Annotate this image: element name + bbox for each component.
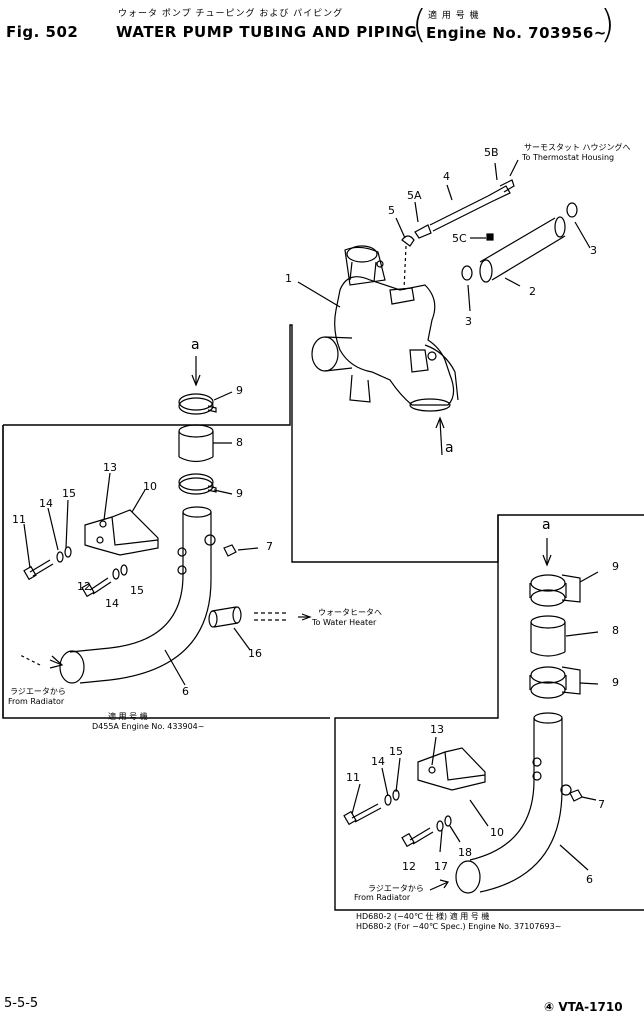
left-part-label-14b: 14 <box>105 597 119 610</box>
left-part-label-7: 7 <box>266 540 273 553</box>
left-part-label-9a: 9 <box>236 384 243 397</box>
page-number: 5-5-5 <box>4 996 39 1011</box>
right-part-label-10: 10 <box>490 826 504 839</box>
left-part-label-15b: 15 <box>130 584 144 597</box>
water-heater-callout-en: To Water Heater <box>312 618 377 627</box>
clamp-9-upper-right <box>529 574 581 607</box>
right-part-label-8: 8 <box>612 624 619 637</box>
part-label-3a: 3 <box>465 315 472 328</box>
right-part-label-11: 11 <box>346 771 360 784</box>
right-part-label-14: 14 <box>371 755 385 768</box>
right-part-label-15: 15 <box>389 745 403 758</box>
bolt-11-left <box>23 559 54 581</box>
part-label-3b: 3 <box>590 244 597 257</box>
bolt-12-left <box>81 577 112 598</box>
right-view-a-label: a <box>542 517 551 533</box>
right-part-label-17: 17 <box>434 860 448 873</box>
bolt-12-right <box>401 827 434 848</box>
part-label-5a: 5A <box>407 189 422 202</box>
right-part-label-13: 13 <box>430 723 444 736</box>
right-part-label-7: 7 <box>598 798 605 811</box>
right-detail-box-outline <box>334 515 644 911</box>
water-heater-callout-jp: ウォータヒータへ <box>318 608 382 617</box>
right-model-line-2: HD680-2 (For −40℃ Spec.) Engine No. 3710… <box>356 922 562 931</box>
left-part-label-12: 12 <box>77 580 91 593</box>
radiator-callout-jp-left: ラジエータから <box>10 687 66 696</box>
left-part-label-11: 11 <box>12 513 26 526</box>
right-part-label-9b: 9 <box>612 676 619 689</box>
radiator-callout-jp-right: ラジエータから <box>368 884 424 893</box>
right-part-label-9a: 9 <box>612 560 619 573</box>
clamp-9-lower-left <box>178 473 214 491</box>
o-ring-3b <box>566 202 578 218</box>
right-part-label-18: 18 <box>458 846 472 859</box>
connector-5a <box>414 224 432 239</box>
nut-7-right <box>569 789 583 802</box>
pipe-4 <box>429 179 515 232</box>
washer-15b-left <box>120 564 128 576</box>
clamp-9-lower-right <box>529 666 581 699</box>
washer-14-right <box>384 794 392 806</box>
thermostat-callout-jp: サーモスタット ハウジングへ <box>524 143 631 152</box>
left-part-label-8: 8 <box>236 436 243 449</box>
bracket-10-left <box>84 509 159 556</box>
washer-18-right <box>444 815 452 827</box>
document-code: ④ VTA-1710 <box>544 1000 623 1014</box>
left-applicable-jp: 適 用 号 機 <box>108 712 148 721</box>
view-arrow-a-label: a <box>445 440 454 456</box>
title-japanese: ウォータ ポンプ チューピング および パイピング <box>118 9 344 19</box>
hose-16 <box>208 606 312 628</box>
figure-title: WATER PUMP TUBING AND PIPING <box>116 23 418 41</box>
washer-14-left <box>56 551 64 563</box>
hose-8-left <box>178 424 214 463</box>
bracket-10-right <box>417 747 486 791</box>
pipe-6-left <box>59 506 216 684</box>
hose-8-right <box>530 615 566 657</box>
part-label-4: 4 <box>443 170 450 183</box>
left-part-label-9b: 9 <box>236 487 243 500</box>
clamp-9-upper-left <box>178 393 214 411</box>
elbow-5 <box>401 235 415 247</box>
left-part-label-14a: 14 <box>39 497 53 510</box>
left-part-label-6: 6 <box>182 685 189 698</box>
thermostat-callout-en: To Thermostat Housing <box>522 153 615 162</box>
part-label-2: 2 <box>529 285 536 298</box>
applicable-engine-number: Engine No. 703956~ <box>426 24 607 42</box>
figure-number: Fig. 502 <box>6 23 79 41</box>
o-ring-3a <box>461 265 473 281</box>
pipe-6-right <box>455 712 572 894</box>
nut-7-left <box>223 544 237 557</box>
radiator-callout-en-right: From Radiator <box>354 893 411 902</box>
left-model-engine: D455A Engine No. 433904~ <box>92 722 205 731</box>
part-label-1: 1 <box>285 272 292 285</box>
washer-15-left <box>64 546 72 558</box>
paren-right: ) <box>600 2 615 46</box>
right-model-line-1: HD680-2 (−40℃ 仕 様) 適 用 号 機 <box>356 912 490 921</box>
left-part-label-13: 13 <box>103 461 117 474</box>
part-label-5b: 5B <box>484 146 499 159</box>
paren-left: ( <box>412 2 427 46</box>
bolt-11-right <box>343 803 382 826</box>
left-view-a-label: a <box>191 337 200 353</box>
left-detail-box-bottom <box>2 425 330 719</box>
left-part-label-10: 10 <box>143 480 157 493</box>
water-pump-body <box>311 245 459 412</box>
washer-14b-left <box>112 568 120 580</box>
right-part-label-12: 12 <box>402 860 416 873</box>
left-part-label-15a: 15 <box>62 487 76 500</box>
radiator-callout-en-left: From Radiator <box>8 697 65 706</box>
applicable-label-japanese: 適 用 号 機 <box>428 11 480 21</box>
part-label-5c: 5C <box>452 232 467 245</box>
washer-17-right <box>436 820 444 832</box>
right-part-label-6: 6 <box>586 873 593 886</box>
left-part-label-16: 16 <box>248 647 262 660</box>
plug-5c <box>486 233 494 241</box>
part-label-5: 5 <box>388 204 395 217</box>
tube-2 <box>479 216 566 283</box>
